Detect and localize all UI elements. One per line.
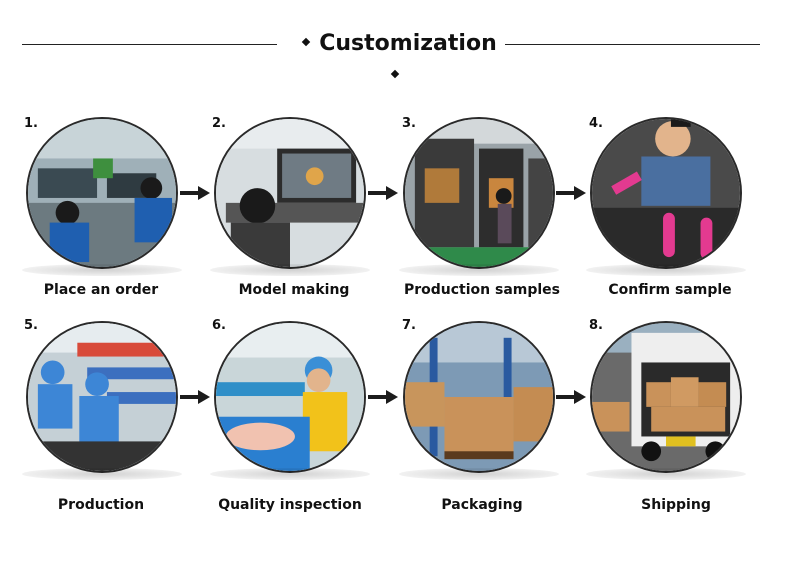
inspector-photo (592, 119, 740, 267)
assembly-line-photo (28, 323, 176, 471)
header-divider-right (505, 44, 760, 45)
workstation-photo (216, 119, 364, 267)
step-photo-place-order (26, 117, 178, 269)
step-photo-shipping (590, 321, 742, 473)
step-number: 1. (24, 116, 38, 131)
circle-shadow (210, 468, 370, 480)
step-label: Production samples (403, 282, 561, 298)
office-photo (28, 119, 176, 267)
header-divider-left (22, 44, 277, 45)
circle-shadow (22, 264, 182, 276)
arrow-right-icon (368, 390, 398, 404)
arrow-right-icon (180, 390, 210, 404)
step-label: Place an order (43, 282, 159, 298)
arrow-right-icon (180, 186, 210, 200)
step-photo-production-samples (403, 117, 555, 269)
circle-shadow (210, 264, 370, 276)
step-number: 8. (589, 318, 603, 333)
step-number: 3. (402, 116, 416, 131)
step-number: 4. (589, 116, 603, 131)
step-number: 5. (24, 318, 38, 333)
circle-shadow (399, 468, 559, 480)
circle-shadow (22, 468, 182, 480)
step-photo-packaging (403, 321, 555, 473)
step-photo-confirm-sample (590, 117, 742, 269)
step-label: Quality inspection (218, 497, 362, 513)
inspection-photo (216, 323, 364, 471)
page-title: Customization (285, 28, 505, 92)
machine-photo (405, 119, 553, 267)
header: Customization (0, 28, 791, 79)
arrow-right-icon (368, 186, 398, 200)
circle-shadow (586, 468, 746, 480)
step-number: 2. (212, 116, 226, 131)
step-label: Confirm sample (608, 282, 732, 298)
step-label: Production (57, 497, 145, 513)
arrow-right-icon (556, 186, 586, 200)
circle-shadow (586, 264, 746, 276)
step-photo-model-making (214, 117, 366, 269)
warehouse-photo (405, 323, 553, 471)
diamond-icon (302, 37, 311, 47)
truck-photo (592, 323, 740, 471)
step-label: Packaging (441, 497, 523, 513)
step-label: Shipping (641, 497, 711, 513)
step-number: 6. (212, 318, 226, 333)
step-label: Model making (238, 282, 350, 298)
step-number: 7. (402, 318, 416, 333)
arrow-right-icon (556, 390, 586, 404)
circle-shadow (399, 264, 559, 276)
step-photo-quality-inspection (214, 321, 366, 473)
step-photo-production (26, 321, 178, 473)
page-title-text: Customization (319, 31, 497, 56)
diamond-icon (390, 69, 400, 79)
